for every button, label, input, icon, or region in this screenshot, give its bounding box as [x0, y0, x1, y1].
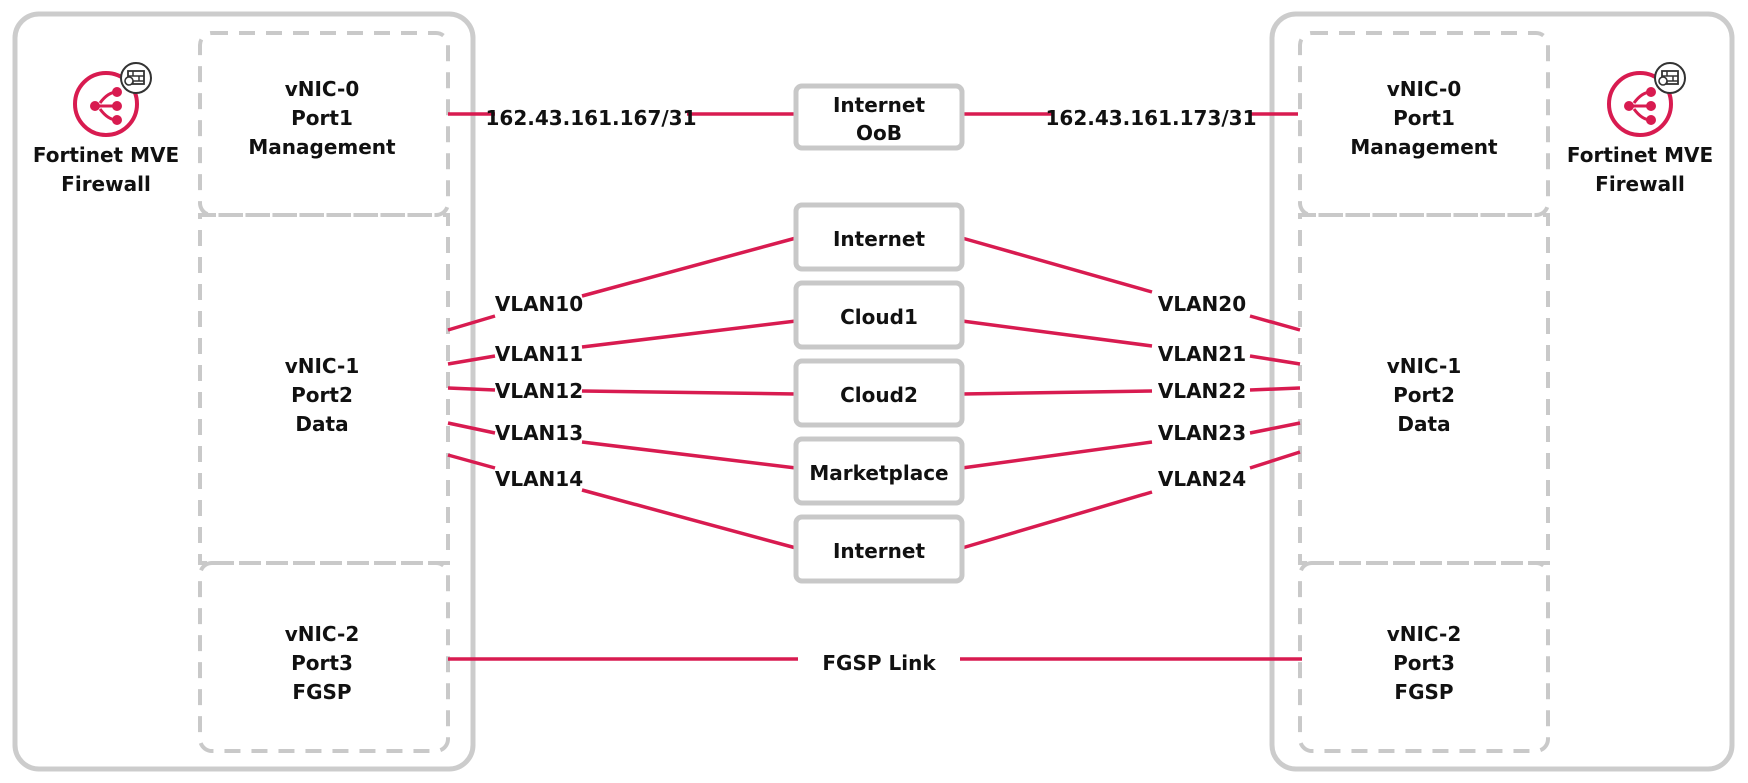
fortinet-share-icon	[73, 62, 152, 137]
right-vnic2-box	[1298, 561, 1550, 753]
oob-box-line1: Internet	[833, 93, 925, 117]
vlan22-stub	[1249, 386, 1301, 392]
right-vnic2-port: Port3	[1393, 651, 1455, 675]
right-vnic0-name: vNIC-0	[1387, 77, 1462, 101]
vlan10-link	[581, 236, 797, 298]
right-vnic1-role: Data	[1397, 412, 1450, 436]
left-vnic1-role: Data	[295, 412, 348, 436]
right-vnic0-box	[1298, 31, 1550, 217]
vlan-label-left: VLAN12	[495, 379, 583, 403]
vlan-label-right: VLAN24	[1158, 467, 1246, 491]
vlan-label-left: VLAN11	[495, 342, 583, 366]
firewall-badge-icon	[120, 62, 152, 94]
service-box-cloud1	[793, 280, 965, 350]
vlan11-link	[581, 319, 797, 349]
right-vnic2-role: FGSP	[1394, 680, 1453, 704]
vlan14-stub	[447, 453, 496, 470]
left-vnic0-port: Port1	[291, 106, 353, 130]
right-vnic1-box	[1298, 213, 1550, 565]
vlan21-link	[961, 319, 1153, 348]
service-label-cloud2: Cloud2	[840, 383, 918, 407]
left-vnic2-role: FGSP	[292, 680, 351, 704]
left-vnic1-box	[198, 213, 450, 565]
vlan20-link	[961, 236, 1153, 294]
left-vnic1-name: vNIC-1	[285, 354, 360, 378]
service-box-cloud2	[793, 358, 965, 428]
vlan13-stub	[447, 421, 496, 435]
right-vnic2-name: vNIC-2	[1387, 622, 1462, 646]
vlan22-link	[961, 389, 1153, 396]
service-box-marketplace	[793, 436, 965, 506]
vlan-label-right: VLAN21	[1158, 342, 1246, 366]
vlan23-link	[961, 440, 1153, 470]
connection-lines	[447, 112, 1302, 661]
service-label-internet-2: Internet	[833, 539, 925, 563]
vlan12-stub	[447, 386, 496, 392]
vlan-label-left: VLAN14	[495, 467, 583, 491]
vlan-label-left: VLAN13	[495, 421, 583, 445]
vlan21-stub	[1249, 354, 1301, 366]
vlan20-stub	[1249, 314, 1301, 332]
service-box-internet-1	[793, 202, 965, 272]
left-vnic2-port: Port3	[291, 651, 353, 675]
vlan24-stub	[1249, 450, 1301, 470]
vlan-label-left: VLAN10	[495, 292, 583, 316]
fgsp-link-label: FGSP Link	[822, 651, 936, 675]
right-firewall-box	[1269, 11, 1735, 772]
right-firewall-name-line1: Fortinet MVE	[1567, 143, 1713, 167]
left-vnic0-name: vNIC-0	[285, 77, 360, 101]
vlan11-stub	[447, 354, 496, 366]
service-box-internet-2	[793, 514, 965, 584]
left-firewall-name-line1: Fortinet MVE	[33, 143, 179, 167]
vlan-label-right: VLAN20	[1158, 292, 1246, 316]
vlan-label-right: VLAN22	[1158, 379, 1246, 403]
oob-right-ip: 162.43.161.173/31	[1045, 106, 1256, 130]
vlan13-link	[581, 440, 797, 470]
vlan23-stub	[1249, 421, 1301, 435]
oob-box-line2: OoB	[856, 121, 902, 145]
vlan14-link	[581, 488, 797, 550]
firewall-badge-icon	[1654, 62, 1686, 94]
service-label-marketplace: Marketplace	[809, 461, 948, 485]
service-label-cloud1: Cloud1	[840, 305, 918, 329]
right-vnic1-name: vNIC-1	[1387, 354, 1462, 378]
vlan-label-right: VLAN23	[1158, 421, 1246, 445]
vlan24-link	[961, 490, 1153, 550]
right-firewall-name-line2: Firewall	[1595, 172, 1685, 196]
service-label-internet-1: Internet	[833, 227, 925, 251]
left-vnic0-role: Management	[248, 135, 396, 159]
fortinet-share-icon	[1607, 62, 1686, 137]
left-firewall-box	[12, 11, 476, 772]
vlan10-stub	[447, 314, 496, 332]
oob-left-ip: 162.43.161.167/31	[485, 106, 696, 130]
left-vnic2-name: vNIC-2	[285, 622, 360, 646]
left-vnic0-box	[198, 31, 450, 217]
left-firewall-name-line2: Firewall	[61, 172, 151, 196]
vlan12-link	[581, 389, 797, 396]
right-vnic0-role: Management	[1350, 135, 1498, 159]
right-vnic1-port: Port2	[1393, 383, 1455, 407]
right-vnic0-port: Port1	[1393, 106, 1455, 130]
oob-box	[793, 83, 965, 151]
left-vnic1-port: Port2	[291, 383, 353, 407]
left-vnic2-box	[198, 561, 450, 753]
